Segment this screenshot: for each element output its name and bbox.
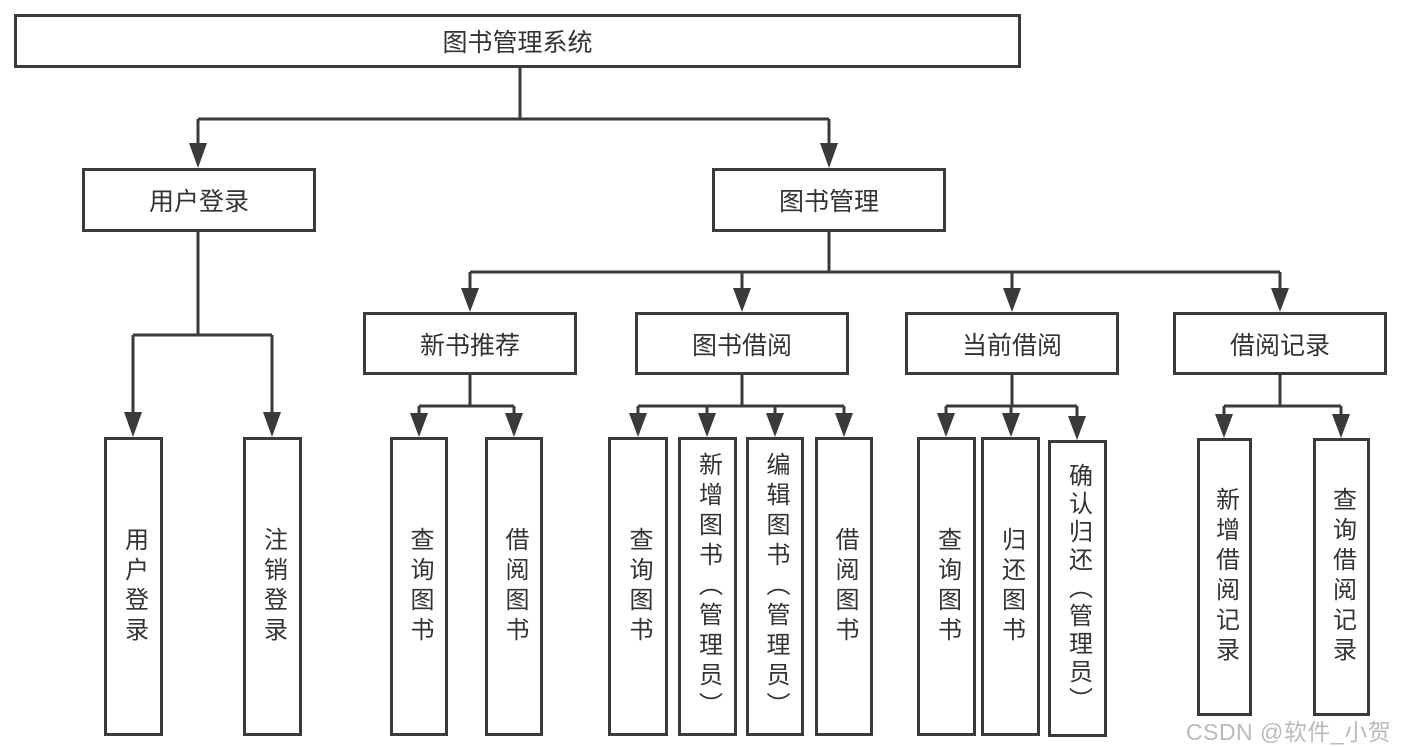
- leaf-borrow-borrow-books: 借阅图书: [815, 437, 873, 736]
- connector-records: [1222, 375, 1343, 416]
- leaf-user-login: 用户登录: [104, 437, 163, 736]
- leaf-borrow-edit-books-admin: 编辑图书（管理员）: [746, 437, 804, 736]
- connector-borrow: [636, 375, 846, 415]
- connector-user-login: [131, 232, 274, 414]
- leaf-current-confirm-return-admin: 确认归还（管理员）: [1048, 440, 1107, 737]
- leaf-newbook-borrow-books: 借阅图书: [485, 437, 543, 736]
- leaf-current-query-books: 查询图书: [917, 437, 976, 736]
- connector-book-management: [468, 232, 1282, 290]
- csdn-watermark: CSDN @软件_小贺同学: [1186, 719, 1392, 745]
- leaf-records-query-record: 查询借阅记录: [1313, 438, 1370, 716]
- connector-root: [196, 68, 831, 146]
- node-library-system: 图书管理系统: [14, 14, 1021, 68]
- connector-current: [944, 375, 1079, 417]
- leaf-newbook-query-books: 查询图书: [390, 437, 448, 736]
- leaf-current-return-books: 归还图书: [981, 437, 1040, 736]
- node-current-borrowing: 当前借阅: [905, 312, 1119, 375]
- leaf-records-add-record: 新增借阅记录: [1197, 438, 1252, 716]
- leaf-logout: 注销登录: [243, 437, 302, 736]
- node-book-management: 图书管理: [712, 168, 946, 232]
- arrowheads: [124, 143, 1350, 440]
- node-borrowing-records: 借阅记录: [1173, 312, 1387, 375]
- connector-new-book: [417, 375, 516, 415]
- leaf-borrow-query-books: 查询图书: [608, 437, 668, 736]
- node-user-login: 用户登录: [82, 168, 316, 232]
- node-book-borrowing: 图书借阅: [635, 312, 849, 375]
- leaf-borrow-add-books-admin: 新增图书（管理员）: [678, 437, 737, 736]
- node-new-book-recommend: 新书推荐: [363, 312, 577, 375]
